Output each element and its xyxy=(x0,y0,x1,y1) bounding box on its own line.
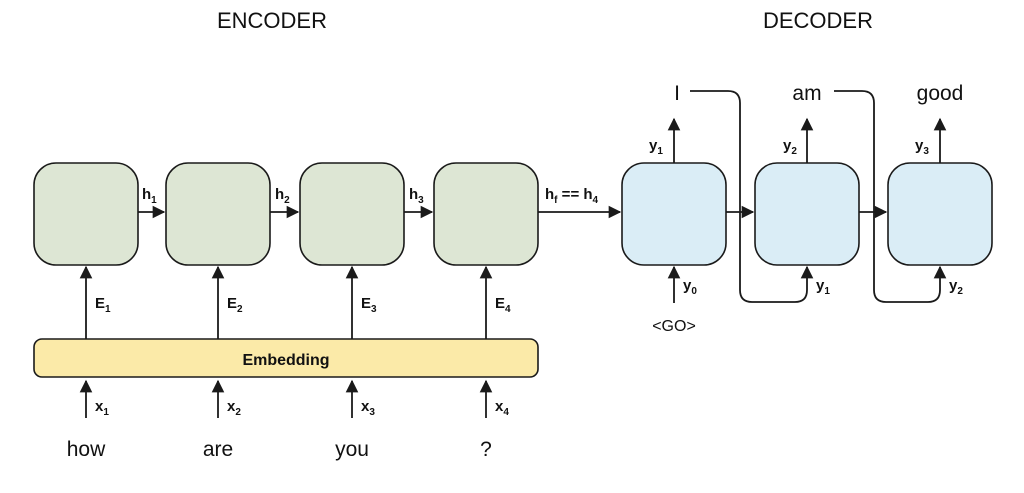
input-label-4: x4 xyxy=(495,398,509,418)
input-word-3: you xyxy=(335,438,369,461)
embedding-label-4: E4 xyxy=(495,295,511,315)
input-label-1: x1 xyxy=(95,398,109,418)
input-word-2: are xyxy=(203,438,233,461)
input-word-1: how xyxy=(67,438,106,461)
encoder-cell-3 xyxy=(299,162,405,266)
feedback-loop-1 xyxy=(690,90,814,303)
output-word-3: good xyxy=(917,82,964,105)
go-token: <GO> xyxy=(652,318,696,335)
final-hidden-label: hf == h4 xyxy=(545,186,599,206)
input-label-3: x3 xyxy=(361,398,375,418)
output-word-2: am xyxy=(792,82,821,105)
input-word-4: ? xyxy=(480,438,492,461)
embedding-label-1: E1 xyxy=(95,295,111,315)
decoder-heading: DECODER xyxy=(763,8,873,33)
decoder-cell-1 xyxy=(621,162,727,266)
embedding-label: Embedding xyxy=(242,352,329,369)
encoder-heading: ENCODER xyxy=(217,8,327,33)
embedding-layer xyxy=(33,338,539,378)
decoder-input-label-3: y2 xyxy=(949,277,963,297)
encoder-cell-2 xyxy=(165,162,271,266)
decoder-input-label-2: y1 xyxy=(816,277,830,297)
feedback-loop-2 xyxy=(834,90,947,303)
hidden-label-2: h2 xyxy=(275,186,290,206)
decoder-cell-2 xyxy=(754,162,860,266)
decoder-output-label-1: y1 xyxy=(649,137,663,157)
hidden-label-3: h3 xyxy=(409,186,424,206)
embedding-label-3: E3 xyxy=(361,295,377,315)
decoder-input-label-1: y0 xyxy=(683,277,697,297)
input-label-2: x2 xyxy=(227,398,241,418)
encoder-cell-4 xyxy=(433,162,539,266)
decoder-cell-3 xyxy=(887,162,993,266)
hidden-label-1: h1 xyxy=(142,186,157,206)
embedding-label-2: E2 xyxy=(227,295,243,315)
decoder-output-label-2: y2 xyxy=(783,137,797,157)
decoder-output-label-3: y3 xyxy=(915,137,929,157)
encoder-cell-1 xyxy=(33,162,139,266)
output-word-1: I xyxy=(674,82,680,105)
